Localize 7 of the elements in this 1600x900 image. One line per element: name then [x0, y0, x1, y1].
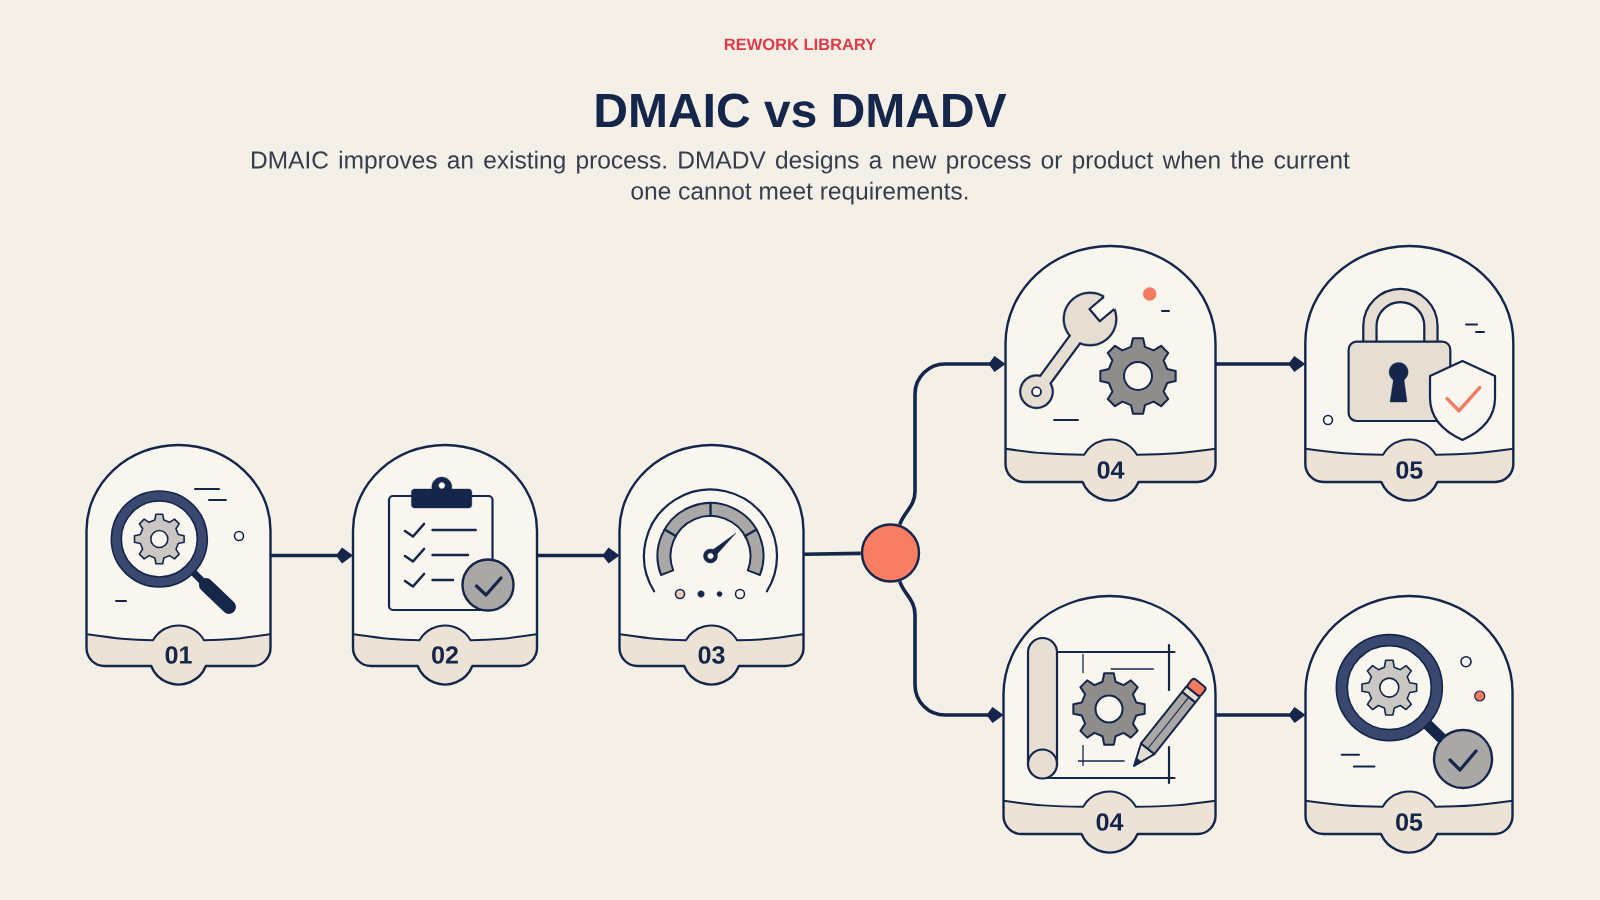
step-card: 02: [351, 443, 539, 686]
subtitle: DMAIC improves an existing process. DMADV designs a new process or product when the current one cannot meet requirements.: [252, 150, 1350, 205]
header-label: REWORK LIBRARY: [724, 38, 876, 51]
title: DMAIC vs DMADV: [596, 93, 1007, 128]
connector-line: [803, 551, 861, 556]
step-card: 03: [618, 443, 805, 686]
junction-circle: [860, 523, 921, 583]
